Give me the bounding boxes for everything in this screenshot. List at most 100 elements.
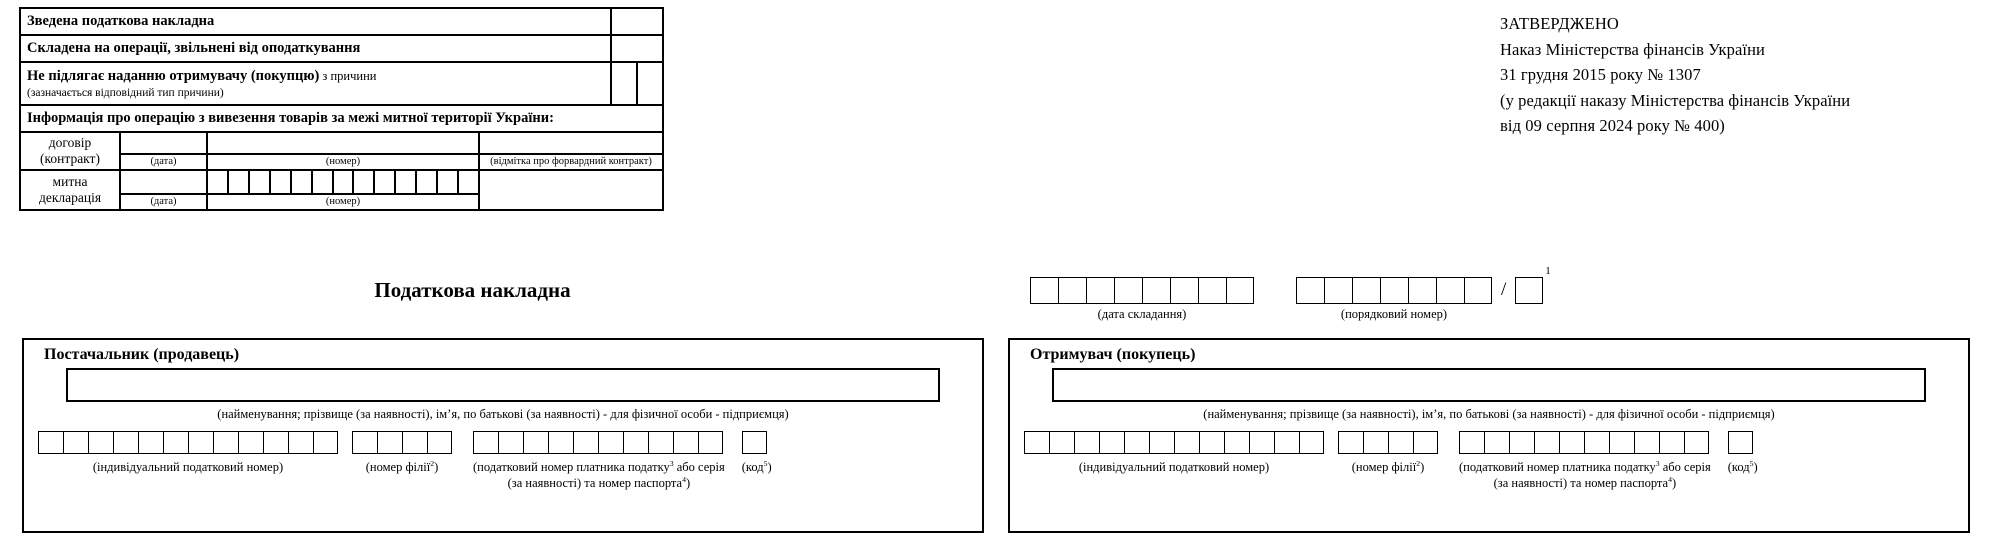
character-cell[interactable] (313, 170, 334, 194)
character-cell[interactable] (1436, 277, 1464, 304)
character-cell[interactable] (427, 431, 452, 454)
character-cell[interactable] (459, 171, 478, 193)
character-cell[interactable] (1634, 431, 1659, 454)
character-cell[interactable] (375, 170, 397, 194)
character-cell[interactable] (1142, 277, 1170, 304)
forward-contract-mark-field[interactable]: (відмітка про форвардний контракт) (480, 133, 662, 169)
character-cell[interactable] (1363, 431, 1388, 454)
character-cell[interactable] (741, 431, 767, 454)
character-cell[interactable] (288, 431, 313, 454)
supplier-branch-boxes[interactable] (352, 431, 452, 454)
character-cell[interactable] (1086, 277, 1114, 304)
character-cell[interactable] (417, 170, 439, 194)
character-cell[interactable] (1352, 277, 1380, 304)
supplier-name-input[interactable] (66, 368, 940, 402)
character-cell[interactable] (1388, 431, 1413, 454)
character-cell[interactable] (63, 431, 88, 454)
character-cell[interactable] (352, 431, 377, 454)
character-cell[interactable] (1484, 431, 1509, 454)
character-cell[interactable] (1408, 277, 1436, 304)
character-cell[interactable] (1584, 431, 1609, 454)
character-cell[interactable] (1074, 431, 1099, 454)
character-cell[interactable] (1380, 277, 1408, 304)
character-cell[interactable] (438, 170, 460, 194)
character-cell[interactable] (1030, 277, 1058, 304)
character-cell[interactable] (1249, 431, 1274, 454)
character-cell[interactable] (88, 431, 113, 454)
character-cell[interactable] (498, 431, 523, 454)
character-cell[interactable] (573, 431, 598, 454)
character-cell[interactable] (208, 170, 229, 194)
character-cell[interactable] (1299, 431, 1324, 454)
buyer-code-boxes[interactable] (1727, 431, 1758, 454)
character-cell[interactable] (334, 170, 355, 194)
character-cell[interactable] (623, 431, 648, 454)
character-cell[interactable] (271, 170, 292, 194)
character-cell[interactable] (1149, 431, 1174, 454)
character-cell[interactable] (1509, 431, 1534, 454)
customs-date-field[interactable]: (дата) (121, 170, 208, 209)
character-cell[interactable] (188, 431, 213, 454)
character-cell[interactable] (1534, 431, 1559, 454)
character-cell[interactable] (1296, 277, 1324, 304)
character-cell[interactable] (473, 431, 498, 454)
invoice-number-boxes[interactable] (1296, 277, 1492, 304)
character-cell[interactable] (396, 170, 418, 194)
character-cell[interactable] (1659, 431, 1684, 454)
character-cell[interactable] (402, 431, 427, 454)
customs-number-field[interactable]: (номер) (208, 170, 480, 209)
character-cell[interactable] (1124, 431, 1149, 454)
character-cell[interactable] (1198, 277, 1226, 304)
character-cell[interactable] (1515, 277, 1544, 304)
buyer-name-input[interactable] (1052, 368, 1926, 402)
character-cell[interactable] (163, 431, 188, 454)
character-cell[interactable] (1058, 277, 1086, 304)
character-cell[interactable] (250, 170, 271, 194)
character-cell[interactable] (1727, 431, 1753, 454)
supplier-code-boxes[interactable] (741, 431, 772, 454)
character-cell[interactable] (1324, 277, 1352, 304)
character-cell[interactable] (1684, 431, 1709, 454)
character-cell[interactable] (1099, 431, 1124, 454)
customs-number-boxes[interactable] (208, 170, 478, 194)
invoice-date-boxes[interactable] (1030, 277, 1254, 304)
character-cell[interactable] (523, 431, 548, 454)
invoice-suffix-boxes[interactable] (1515, 277, 1544, 304)
character-cell[interactable] (1559, 431, 1584, 454)
character-cell[interactable] (1459, 431, 1484, 454)
character-cell[interactable] (213, 431, 238, 454)
character-cell[interactable] (138, 431, 163, 454)
character-cell[interactable] (1609, 431, 1634, 454)
customs-mark-field[interactable] (480, 171, 662, 209)
character-cell[interactable] (263, 431, 288, 454)
character-cell[interactable] (673, 431, 698, 454)
character-cell[interactable] (1174, 431, 1199, 454)
supplier-tax-id-boxes[interactable] (38, 431, 338, 454)
character-cell[interactable] (548, 431, 573, 454)
character-cell[interactable] (1226, 277, 1254, 304)
character-cell[interactable] (354, 170, 376, 194)
character-cell[interactable] (313, 431, 338, 454)
character-cell[interactable] (1224, 431, 1249, 454)
character-cell[interactable] (1274, 431, 1299, 454)
character-cell[interactable] (1049, 431, 1074, 454)
reason-code-box-2[interactable] (636, 63, 662, 104)
character-cell[interactable] (1338, 431, 1363, 454)
character-cell[interactable] (1114, 277, 1142, 304)
character-cell[interactable] (1170, 277, 1198, 304)
character-cell[interactable] (598, 431, 623, 454)
character-cell[interactable] (1413, 431, 1438, 454)
character-cell[interactable] (1199, 431, 1224, 454)
character-cell[interactable] (38, 431, 63, 454)
character-cell[interactable] (1024, 431, 1049, 454)
buyer-tax-id-boxes[interactable] (1024, 431, 1324, 454)
character-cell[interactable] (648, 431, 673, 454)
buyer-branch-boxes[interactable] (1338, 431, 1438, 454)
character-cell[interactable] (238, 431, 263, 454)
character-cell[interactable] (698, 431, 723, 454)
exempt-checkbox[interactable] (610, 36, 662, 62)
consolidated-checkbox[interactable] (610, 9, 662, 35)
character-cell[interactable] (113, 431, 138, 454)
character-cell[interactable] (1464, 277, 1492, 304)
character-cell[interactable] (229, 170, 250, 194)
